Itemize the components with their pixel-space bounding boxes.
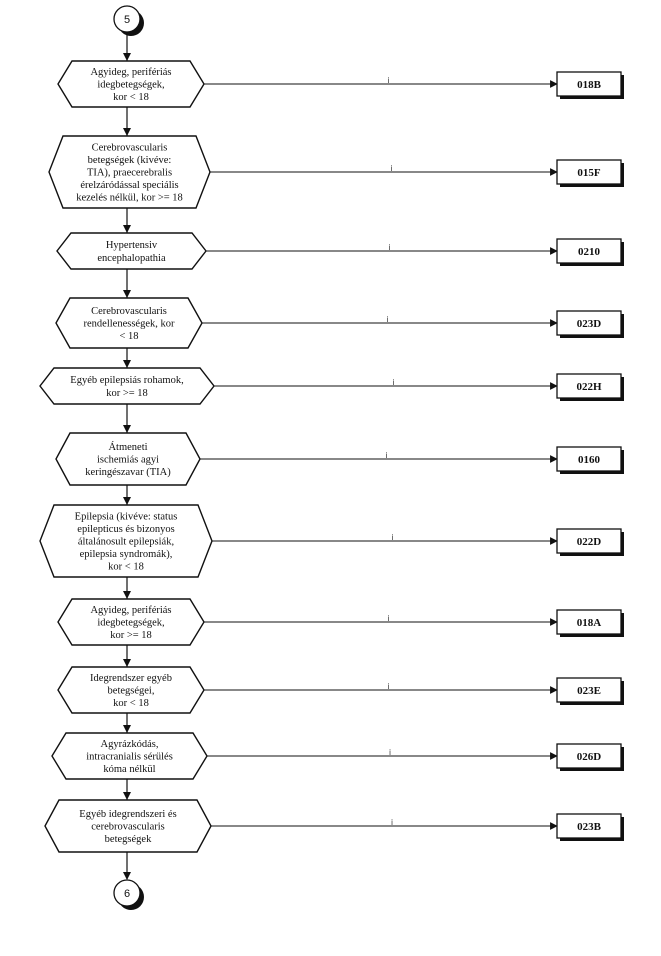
flow-arrowhead [123, 225, 131, 233]
decision-node [57, 666, 205, 714]
code-label: 018B [577, 79, 602, 91]
decision-label-line: kóma nélkül [103, 764, 155, 775]
decision-node [57, 598, 205, 646]
flow-arrowhead [123, 425, 131, 433]
decision-label-line: TIA), praecerebralis [87, 168, 172, 179]
decision-node [55, 432, 201, 486]
decision-label-line: encephalopathia [97, 253, 166, 264]
connector-lines: i i i i i i i i i i i [123, 34, 558, 880]
decision-node [39, 504, 213, 578]
code-box [556, 528, 622, 554]
branch-label: i [389, 748, 391, 757]
code-box [556, 238, 622, 264]
decision-label-line: Cerebrovascularis [92, 142, 168, 153]
decision-label-line: Egyéb idegrendszeri és [79, 809, 176, 820]
code-box [556, 71, 622, 97]
flow-arrowhead [123, 725, 131, 733]
code-label: 015F [577, 167, 601, 179]
decision-label-line: Egyéb epilepsiás rohamok, [70, 375, 183, 386]
flow-arrowhead [123, 128, 131, 136]
decision-label-line: Agyideg, perifériás [90, 605, 171, 616]
flow-arrowhead [123, 290, 131, 298]
connector-top [113, 5, 141, 33]
branch-label: i [388, 76, 390, 85]
decision-label-line: Átmeneti [108, 441, 147, 453]
decision-label-line: kor >= 18 [110, 630, 152, 641]
branch-label: i [391, 818, 393, 827]
decision-label-line: betegségek [105, 834, 152, 845]
code-box [556, 743, 622, 769]
branch-label: i [386, 451, 388, 460]
code-box [556, 373, 622, 399]
decision-node [44, 799, 212, 853]
decision-label-line: Hypertensiv [106, 240, 158, 251]
code-label: 023E [577, 685, 601, 697]
branch-label: i [388, 682, 390, 691]
decision-label-line: intracranialis sérülés [86, 752, 173, 763]
decision-node [57, 60, 205, 108]
branch-label: i [391, 164, 393, 173]
flow-arrowhead [123, 872, 131, 880]
flow-arrowhead [123, 591, 131, 599]
decision-label-line: epilepticus és bizonyos [77, 524, 174, 535]
flow-arrowhead [123, 659, 131, 667]
connector-top-label: 5 [124, 14, 130, 26]
connector-bottom-label: 6 [124, 888, 130, 900]
decision-label-line: kor < 18 [108, 562, 144, 573]
code-label: 0210 [578, 246, 601, 258]
branch-label: i [389, 243, 391, 252]
decision-label-line: cerebrovascularis [91, 822, 164, 833]
branch-label: i [393, 378, 395, 387]
decision-label-line: keringészavar (TIA) [85, 467, 171, 478]
code-label: 023D [577, 318, 602, 330]
decision-label-line: általánosult epilepsiák, [78, 537, 174, 548]
code-box [556, 310, 622, 336]
decision-label-line: kor >= 18 [106, 388, 148, 399]
decision-label-line: betegségei, [108, 686, 155, 697]
decision-label-line: ischemiás agyi [97, 455, 159, 466]
decision-label-line: rendellenességek, kor [84, 319, 175, 330]
decision-label-line: betegségek (kivéve: [88, 155, 172, 166]
decision-node [39, 367, 215, 405]
decision-node [55, 297, 203, 349]
decision-label-line: < 18 [119, 331, 138, 342]
decision-node [51, 732, 208, 780]
code-label: 0160 [578, 454, 601, 466]
decision-label-line: idegbetegségek, [97, 80, 164, 91]
decision-label-line: idegbetegségek, [97, 618, 164, 629]
code-label: 026D [577, 751, 602, 763]
decision-label-line: Idegrendszer egyéb [90, 673, 172, 684]
flow-arrowhead [123, 53, 131, 61]
decision-label-line: érelzáródással speciális [80, 180, 178, 191]
code-label: 022D [577, 536, 602, 548]
code-box [556, 813, 622, 839]
code-box [556, 677, 622, 703]
code-label: 023B [577, 821, 602, 833]
decision-label-line: kor < 18 [113, 92, 149, 103]
code-label: 018A [577, 617, 602, 629]
flow-arrowhead [123, 497, 131, 505]
decision-label-line: Agyideg, perifériás [90, 67, 171, 78]
code-box [556, 446, 622, 472]
decision-label-line: Cerebrovascularis [91, 306, 167, 317]
code-box [556, 159, 622, 185]
decision-label-line: epilepsia syndromák), [80, 549, 173, 560]
branch-label: i [388, 614, 390, 623]
code-box [556, 609, 622, 635]
decision-node [48, 135, 211, 209]
connector-bottom [113, 879, 141, 907]
flow-arrowhead [123, 792, 131, 800]
code-label: 022H [576, 381, 602, 393]
decision-label-line: Agyrázkódás, [100, 739, 158, 750]
branch-label: i [392, 533, 394, 542]
decision-label-line: kezelés nélkül, kor >= 18 [76, 193, 183, 204]
decision-label-line: Epilepsia (kivéve: status [75, 511, 178, 522]
branch-label: i [387, 315, 389, 324]
decision-node [56, 232, 207, 270]
decision-label-line: kor < 18 [113, 698, 149, 709]
flow-arrowhead [123, 360, 131, 368]
